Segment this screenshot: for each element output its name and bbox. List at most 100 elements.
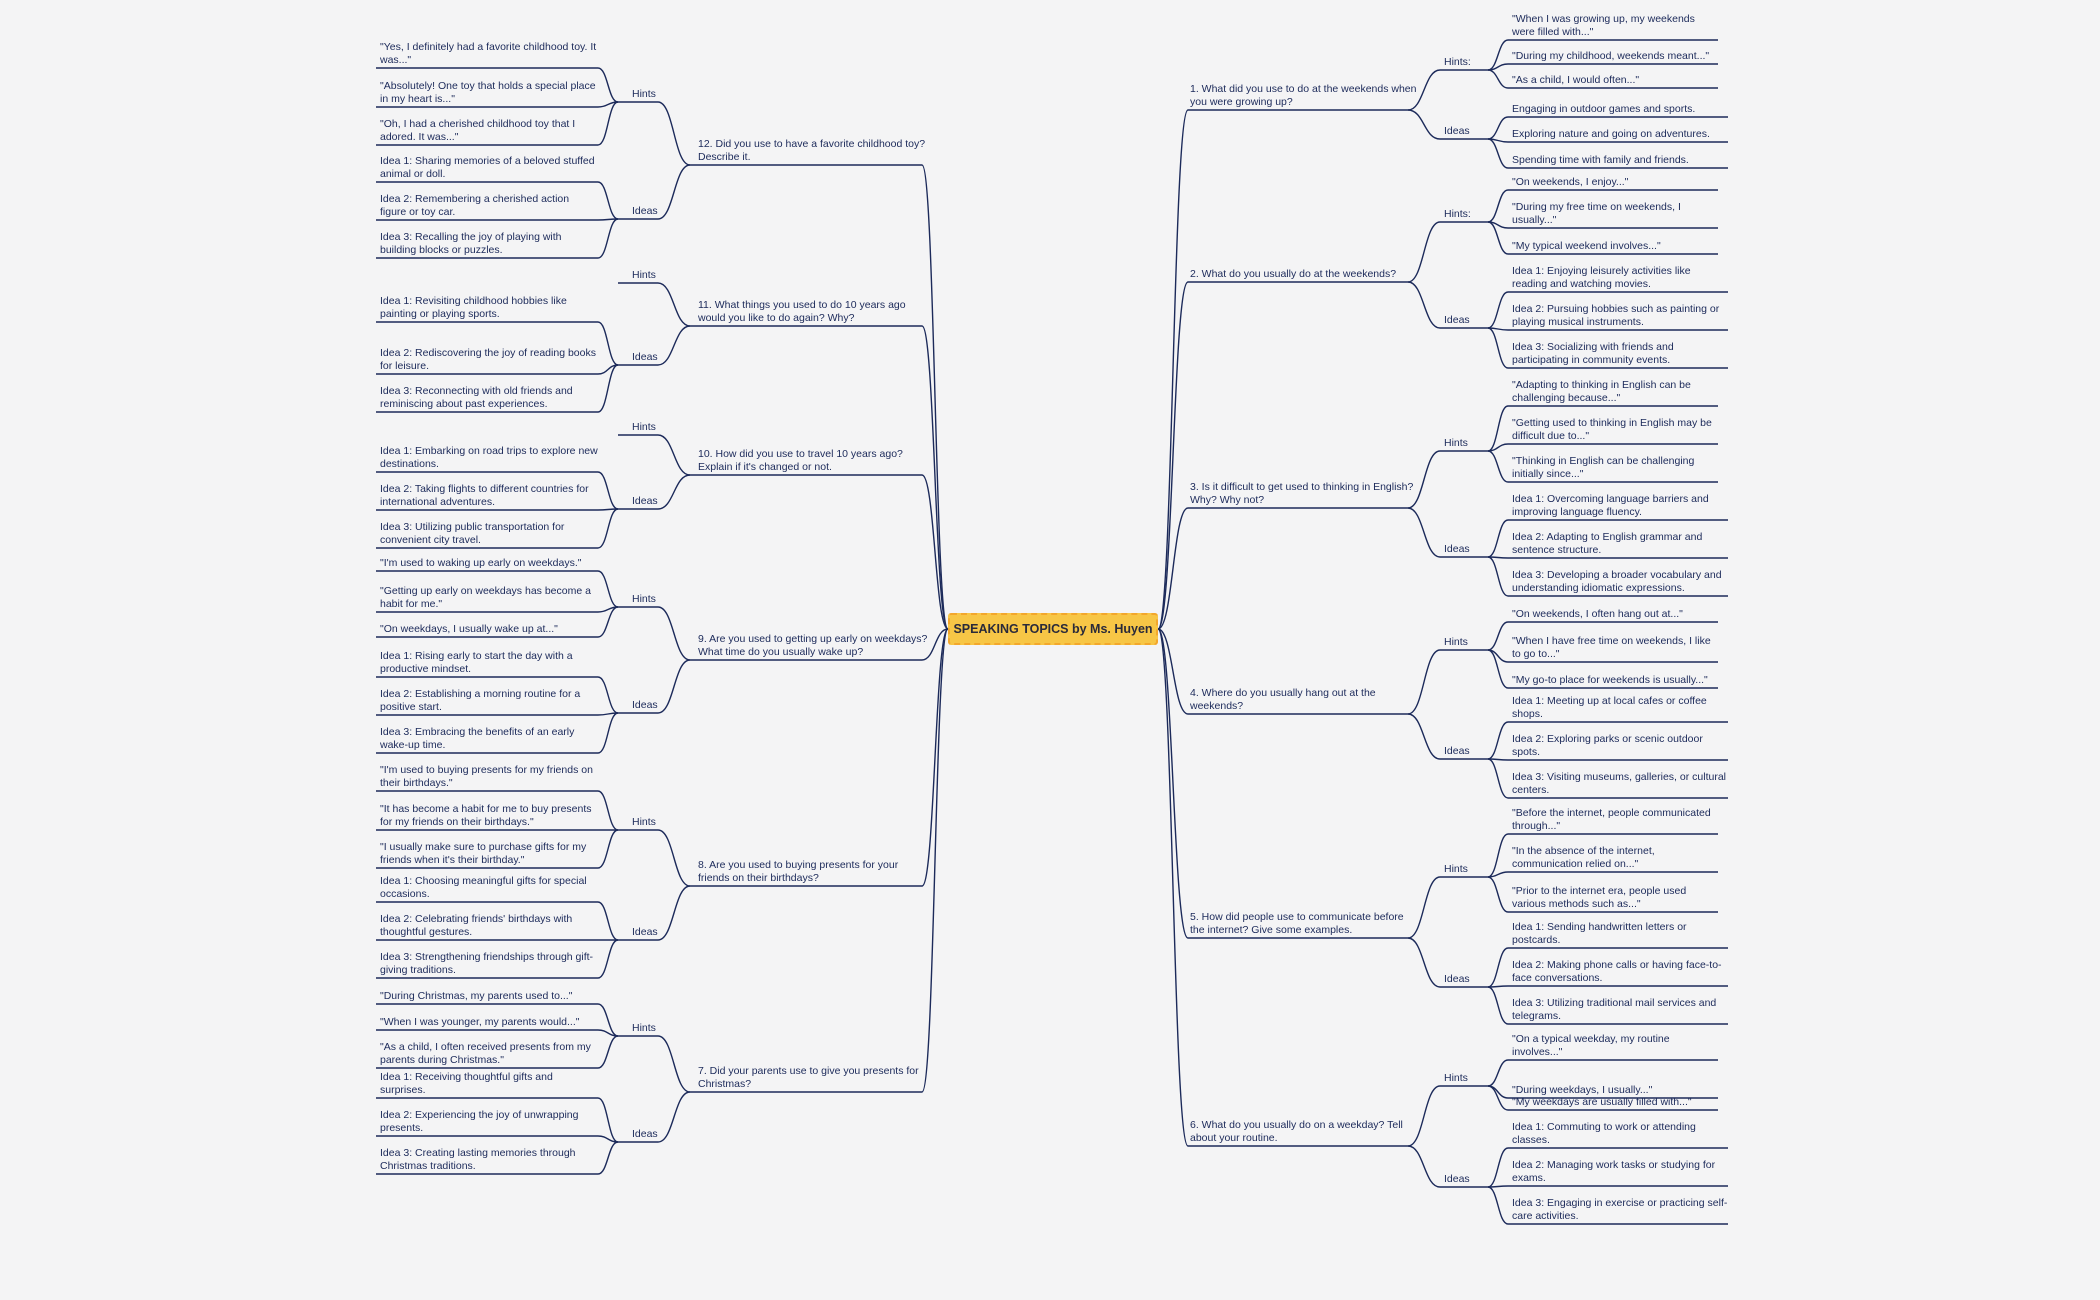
- topic-3-hint-1[interactable]: "Adapting to thinking in English can be …: [1512, 379, 1691, 404]
- topic-6-hints-label[interactable]: Hints: [1444, 1072, 1468, 1084]
- topic-7-hint-2[interactable]: "When I was younger, my parents would...…: [380, 1016, 580, 1028]
- topic-2-title[interactable]: 2. What do you usually do at the weekend…: [1190, 268, 1397, 280]
- topic-4-idea-1[interactable]: Idea 1: Meeting up at local cafes or cof…: [1512, 695, 1707, 720]
- topic-9-ideas-label[interactable]: Ideas: [632, 699, 658, 711]
- topic-11-ideas-label[interactable]: Ideas: [632, 351, 658, 363]
- topic-10-hints-label[interactable]: Hints: [632, 421, 656, 433]
- topic-5-title[interactable]: 5. How did people use to communicate bef…: [1190, 911, 1404, 936]
- topic-7-idea-1[interactable]: Idea 1: Receiving thoughtful gifts and s…: [380, 1071, 553, 1096]
- topic-7-hint-3[interactable]: "As a child, I often received presents f…: [380, 1041, 591, 1066]
- topic-3-idea-1[interactable]: Idea 1: Overcoming language barriers and…: [1512, 493, 1709, 518]
- topic-10-idea-2[interactable]: Idea 2: Taking flights to different coun…: [380, 483, 589, 508]
- topic-11-title[interactable]: 11. What things you used to do 10 years …: [698, 299, 906, 324]
- topic-6-title[interactable]: 6. What do you usually do on a weekday? …: [1190, 1119, 1403, 1144]
- topic-7-hint-1[interactable]: "During Christmas, my parents used to...…: [380, 990, 573, 1002]
- topic-11-idea-2[interactable]: Idea 2: Rediscovering the joy of reading…: [380, 347, 596, 372]
- topic-5-idea-3[interactable]: Idea 3: Utilizing traditional mail servi…: [1512, 997, 1717, 1022]
- topic-6-hint-3[interactable]: "My weekdays are usually filled with...": [1512, 1096, 1692, 1108]
- topic-7-ideas-label[interactable]: Ideas: [632, 1128, 658, 1140]
- topic-1-idea-2[interactable]: Exploring nature and going on adventures…: [1512, 128, 1710, 140]
- topic-3-idea-3[interactable]: Idea 3: Developing a broader vocabulary …: [1512, 569, 1722, 594]
- topic-2-hint-3[interactable]: "My typical weekend involves...": [1512, 240, 1661, 252]
- topic-8-idea-1[interactable]: Idea 1: Choosing meaningful gifts for sp…: [380, 875, 587, 900]
- topic-7-hints-label[interactable]: Hints: [632, 1022, 656, 1034]
- topic-7-idea-2[interactable]: Idea 2: Experiencing the joy of unwrappi…: [380, 1109, 579, 1134]
- topic-6-hint-2[interactable]: "During weekdays, I usually...": [1512, 1084, 1653, 1096]
- topic-5-hint-1[interactable]: "Before the internet, people communicate…: [1512, 807, 1711, 832]
- topic-5-idea-1[interactable]: Idea 1: Sending handwritten letters or p…: [1512, 921, 1687, 946]
- topic-12-hint-3[interactable]: "Oh, I had a cherished childhood toy tha…: [380, 118, 576, 143]
- topic-3-ideas-label[interactable]: Ideas: [1444, 543, 1470, 555]
- topic-11-idea-3[interactable]: Idea 3: Reconnecting with old friends an…: [380, 385, 573, 410]
- topic-12-idea-2[interactable]: Idea 2: Remembering a cherished action f…: [380, 193, 570, 218]
- topic-7-title[interactable]: 7. Did your parents use to give you pres…: [698, 1065, 919, 1090]
- topic-6-idea-2[interactable]: Idea 2: Managing work tasks or studying …: [1512, 1159, 1716, 1184]
- topic-9-title[interactable]: 9. Are you used to getting up early on w…: [698, 633, 928, 658]
- topic-8-hints-label[interactable]: Hints: [632, 816, 656, 828]
- topic-1-hint-2[interactable]: "During my childhood, weekends meant...": [1512, 50, 1710, 62]
- topic-4-idea-3[interactable]: Idea 3: Visiting museums, galleries, or …: [1512, 771, 1726, 796]
- topic-4-hints-label[interactable]: Hints: [1444, 636, 1468, 648]
- topic-8-title[interactable]: 8. Are you used to buying presents for y…: [698, 859, 899, 884]
- topic-9-hints-label[interactable]: Hints: [632, 593, 656, 605]
- topic-1-hints-label[interactable]: Hints:: [1444, 56, 1471, 68]
- topic-6-idea-1[interactable]: Idea 1: Commuting to work or attending c…: [1512, 1121, 1696, 1146]
- topic-3-hint-3[interactable]: "Thinking in English can be challenging …: [1512, 455, 1695, 480]
- topic-9-idea-2[interactable]: Idea 2: Establishing a morning routine f…: [380, 688, 581, 713]
- topic-2-hints-label[interactable]: Hints:: [1444, 208, 1471, 220]
- topic-4-ideas-label[interactable]: Ideas: [1444, 745, 1470, 757]
- topic-4-hint-2[interactable]: "When I have free time on weekends, I li…: [1512, 635, 1711, 660]
- topic-2-hint-2[interactable]: "During my free time on weekends, I usua…: [1512, 201, 1681, 226]
- topic-5-idea-2[interactable]: Idea 2: Making phone calls or having fac…: [1512, 959, 1722, 984]
- topic-5-ideas-label[interactable]: Ideas: [1444, 973, 1470, 985]
- topic-9-idea-1[interactable]: Idea 1: Rising early to start the day wi…: [380, 650, 573, 675]
- topic-5-hint-2[interactable]: "In the absence of the internet, communi…: [1512, 845, 1655, 870]
- topic-1-hint-3[interactable]: "As a child, I would often...": [1512, 74, 1640, 86]
- topic-12-ideas-label[interactable]: Ideas: [632, 205, 658, 217]
- topic-4-idea-2[interactable]: Idea 2: Exploring parks or scenic outdoo…: [1512, 733, 1703, 758]
- topic-9-idea-3[interactable]: Idea 3: Embracing the benefits of an ear…: [380, 726, 575, 751]
- topic-1-ideas-label[interactable]: Ideas: [1444, 125, 1470, 137]
- topic-12-hints-label[interactable]: Hints: [632, 88, 656, 100]
- topic-2-idea-3[interactable]: Idea 3: Socializing with friends and par…: [1512, 341, 1674, 366]
- topic-4-hint-1[interactable]: "On weekends, I often hang out at...": [1512, 608, 1683, 620]
- topic-1-idea-3[interactable]: Spending time with family and friends.: [1512, 154, 1689, 166]
- topic-8-hint-2[interactable]: "It has become a habit for me to buy pre…: [380, 803, 592, 828]
- topic-8-ideas-label[interactable]: Ideas: [632, 926, 658, 938]
- topic-5-hints-label[interactable]: Hints: [1444, 863, 1468, 875]
- topic-10-ideas-label[interactable]: Ideas: [632, 495, 658, 507]
- topic-8-idea-3[interactable]: Idea 3: Strengthening friendships throug…: [380, 951, 594, 976]
- topic-6-ideas-label[interactable]: Ideas: [1444, 1173, 1470, 1185]
- topic-11-hints-label[interactable]: Hints: [632, 269, 656, 281]
- topic-10-title[interactable]: 10. How did you use to travel 10 years a…: [698, 448, 903, 473]
- topic-2-hint-1[interactable]: "On weekends, I enjoy...": [1512, 176, 1629, 188]
- topic-9-hint-1[interactable]: "I'm used to waking up early on weekdays…: [380, 557, 582, 569]
- topic-1-idea-1[interactable]: Engaging in outdoor games and sports.: [1512, 103, 1696, 115]
- topic-9-hint-3[interactable]: "On weekdays, I usually wake up at...": [380, 623, 558, 635]
- topic-5-hint-3[interactable]: "Prior to the internet era, people used …: [1512, 885, 1687, 910]
- topic-7-idea-3[interactable]: Idea 3: Creating lasting memories throug…: [380, 1147, 576, 1172]
- topic-8-hint-1[interactable]: "I'm used to buying presents for my frie…: [380, 764, 593, 789]
- topic-3-hints-label[interactable]: Hints: [1444, 437, 1468, 449]
- topic-3-hint-2[interactable]: "Getting used to thinking in English may…: [1512, 417, 1712, 442]
- topic-11-idea-1[interactable]: Idea 1: Revisiting childhood hobbies lik…: [380, 295, 567, 320]
- topic-12-idea-1[interactable]: Idea 1: Sharing memories of a beloved st…: [380, 155, 595, 180]
- topic-2-ideas-label[interactable]: Ideas: [1444, 314, 1470, 326]
- topic-12-hint-1[interactable]: "Yes, I definitely had a favorite childh…: [380, 41, 597, 66]
- topic-6-idea-3[interactable]: Idea 3: Engaging in exercise or practici…: [1512, 1197, 1728, 1222]
- topic-12-hint-2[interactable]: "Absolutely! One toy that holds a specia…: [380, 80, 596, 105]
- topic-9-hint-2[interactable]: "Getting up early on weekdays has become…: [380, 585, 591, 610]
- topic-10-idea-1[interactable]: Idea 1: Embarking on road trips to explo…: [380, 445, 598, 470]
- topic-2-idea-2[interactable]: Idea 2: Pursuing hobbies such as paintin…: [1512, 303, 1720, 328]
- topic-12-title[interactable]: 12. Did you use to have a favorite child…: [698, 138, 926, 163]
- topic-12-idea-3[interactable]: Idea 3: Recalling the joy of playing wit…: [380, 231, 562, 256]
- topic-4-title[interactable]: 4. Where do you usually hang out at the …: [1190, 687, 1376, 712]
- topic-8-idea-2[interactable]: Idea 2: Celebrating friends' birthdays w…: [380, 913, 573, 938]
- topic-2-idea-1[interactable]: Idea 1: Enjoying leisurely activities li…: [1512, 265, 1691, 290]
- topic-4-hint-3[interactable]: "My go-to place for weekends is usually.…: [1512, 674, 1708, 686]
- topic-3-title[interactable]: 3. Is it difficult to get used to thinki…: [1190, 481, 1414, 506]
- topic-1-hint-1[interactable]: "When I was growing up, my weekends were…: [1512, 13, 1695, 38]
- topic-6-hint-1[interactable]: "On a typical weekday, my routine involv…: [1512, 1033, 1670, 1058]
- topic-1-title[interactable]: 1. What did you use to do at the weekend…: [1190, 83, 1417, 108]
- topic-3-idea-2[interactable]: Idea 2: Adapting to English grammar and …: [1512, 531, 1703, 556]
